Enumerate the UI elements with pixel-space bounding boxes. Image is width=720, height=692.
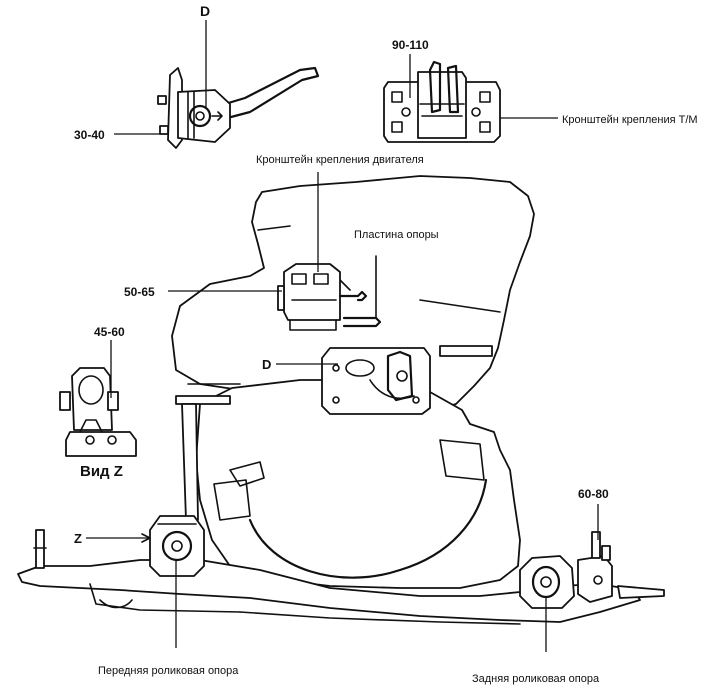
z-arrow-head: [141, 533, 151, 543]
front-roller-mount: [149, 515, 205, 577]
label-torque-45-60: 45-60: [94, 325, 125, 339]
label-support-plate: Пластина опоры: [354, 229, 439, 241]
detail-tm-bracket: [383, 60, 501, 143]
support-plate: [342, 255, 382, 328]
label-torque-60-80: 60-80: [578, 487, 609, 501]
engine-d-bracket: [321, 347, 431, 415]
label-d-top: D: [200, 3, 210, 19]
label-torque-30-40: 30-40: [74, 128, 105, 142]
label-torque-50-65: 50-65: [124, 285, 155, 299]
detail-d-mount: [157, 66, 320, 149]
label-bracket-engine: Кронштейн крепления двигателя: [256, 154, 424, 166]
rear-roller-mount: [519, 531, 613, 609]
label-torque-90-110: 90-110: [392, 38, 429, 52]
label-rear-mount: Задняя роликовая опора: [472, 673, 600, 685]
detail-view-z: [59, 367, 137, 457]
engine-bracket: [277, 263, 368, 331]
label-z-arrow: Z: [74, 531, 82, 546]
label-d-mid: D: [262, 357, 271, 372]
label-front-mount: Передняя роликовая опора: [98, 665, 239, 677]
label-bracket-tm: Кронштейн крепления Т/М: [562, 114, 698, 126]
label-view-z: Вид Z: [80, 463, 123, 480]
